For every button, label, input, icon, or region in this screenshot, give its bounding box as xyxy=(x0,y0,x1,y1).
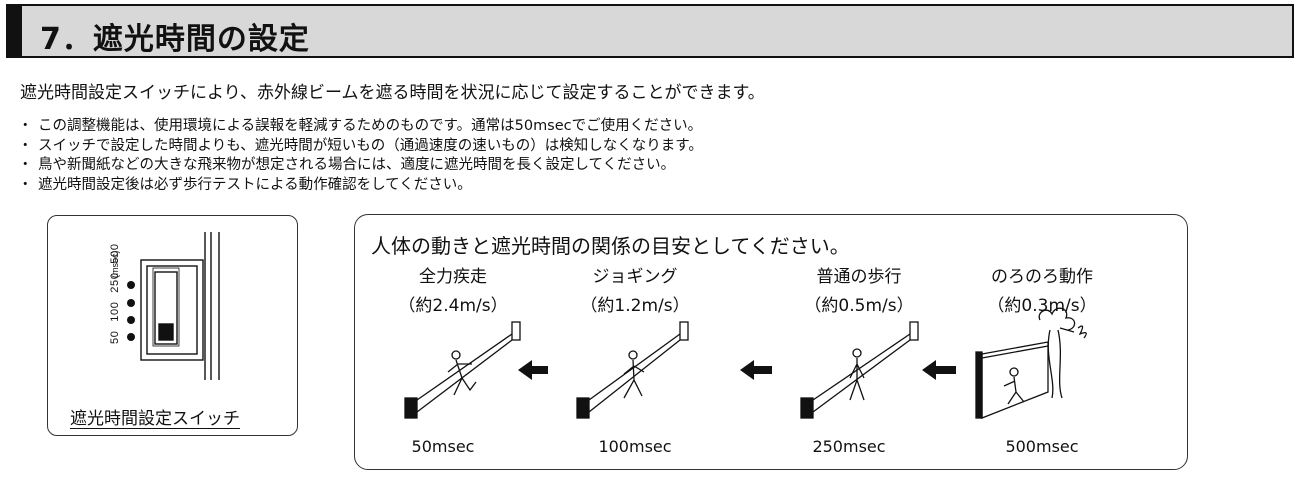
activity-name: 普通の歩行 xyxy=(816,267,902,287)
activity-name: ジョギング xyxy=(592,267,678,287)
note-item: この調整機能は、使用環境による誤報を軽減するためのものです。通常は50msecで… xyxy=(38,117,703,137)
activity-walking: 普通の歩行 （約0.5m/s） xyxy=(779,262,939,316)
note-item: スイッチで設定した時間よりも、遮光時間が短いもの（通過速度の速いもの）は検知しな… xyxy=(38,137,703,157)
section-title: 7．遮光時間の設定 xyxy=(40,22,310,57)
scale-label-50: 50 xyxy=(109,331,121,344)
activity-name: 全力疾走 xyxy=(419,267,487,287)
scale-label-500: 500 xyxy=(109,244,121,264)
scene-slow xyxy=(975,307,1087,419)
activity-name: のろのろ動作 xyxy=(991,267,1093,287)
reference-box xyxy=(354,214,1188,470)
section-header: 7．遮光時間の設定 xyxy=(6,4,1294,58)
scene-walking xyxy=(800,321,919,419)
msec-label: 500msec xyxy=(1005,437,1079,456)
notes-list: この調整機能は、使用環境による誤報を軽減するためのものです。通常は50msecで… xyxy=(38,117,703,195)
activity-jogging: ジョギング （約1.2m/s） xyxy=(555,262,715,316)
scale-label-100: 100 xyxy=(109,302,121,322)
header-accent-bar xyxy=(8,6,22,56)
intro-text: 遮光時間設定スイッチにより、赤外線ビームを遮る時間を状況に応じて設定することがで… xyxy=(20,83,765,103)
activity-speed: （約0.5m/s） xyxy=(804,296,914,316)
scale-label-250: 250 xyxy=(109,273,121,293)
msec-label: 250msec xyxy=(812,437,886,456)
scene-sprint xyxy=(404,321,521,419)
switch-illustration-box xyxy=(47,215,298,436)
activity-speed: （約1.2m/s） xyxy=(580,296,690,316)
switch-caption: 遮光時間設定スイッチ xyxy=(70,409,240,429)
scene-jogging xyxy=(576,321,689,419)
activity-speed: （約0.3m/s） xyxy=(987,296,1097,316)
msec-label: 50msec xyxy=(411,437,475,456)
note-item: 鳥や新聞紙などの大きな飛来物が想定される場合には、適度に遮光時間を長く設定してく… xyxy=(38,156,703,176)
note-item: 遮光時間設定後は必ず歩行テストによる動作確認をしてください。 xyxy=(38,176,703,196)
arrow-left-icon xyxy=(518,360,548,380)
arrow-left-icon xyxy=(740,360,772,380)
switch-device xyxy=(140,232,220,380)
switch-unit: (msec) xyxy=(110,251,120,279)
msec-label: 100msec xyxy=(598,437,672,456)
switch-dots xyxy=(127,281,135,341)
activity-slow: のろのろ動作 （約0.3m/s） xyxy=(962,262,1122,316)
arrow-left-icon xyxy=(922,360,956,380)
activity-speed: （約2.4m/s） xyxy=(398,296,508,316)
switch-scale: 50 100 250 500 xyxy=(109,244,121,344)
reference-title: 人体の動きと遮光時間の関係の目安としてください。 xyxy=(371,234,850,258)
activity-sprint: 全力疾走 （約2.4m/s） xyxy=(373,262,533,316)
